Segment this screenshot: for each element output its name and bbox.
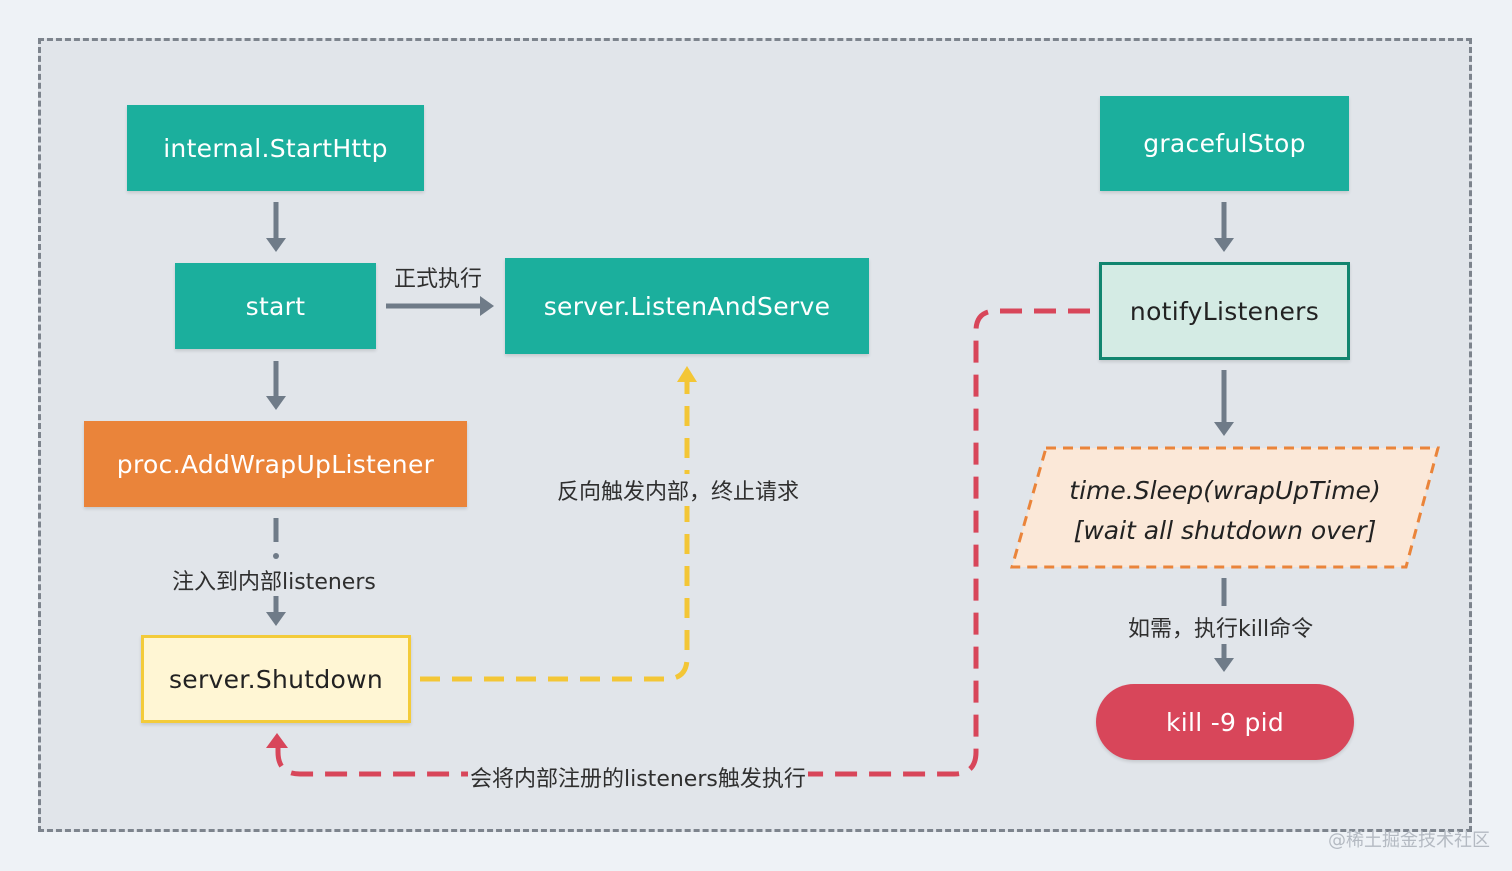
label-formal-execute: 正式执行 xyxy=(394,267,483,292)
node-server-listenandserve-text: server.ListenAndServe xyxy=(543,291,831,321)
arrow-notify-to-shutdown-dashed xyxy=(266,308,1090,777)
node-server-shutdown-text: server.Shutdown xyxy=(168,664,384,694)
node-proc-addwrapuplistener: proc.AddWrapUpListener xyxy=(84,421,467,507)
node-gracefulstop-text: gracefulStop xyxy=(1143,129,1306,158)
arrow-sleep-to-kill xyxy=(1214,578,1234,672)
label-reverse-trigger: 反向触发内部，终止请求 xyxy=(555,474,802,506)
node-internal-starthttp: internal.StartHttp xyxy=(127,105,424,191)
arrow-shutdown-to-listen-dashed xyxy=(420,366,697,682)
arrow-starthttp-to-start xyxy=(266,202,286,252)
arrow-addwrapup-to-shutdown xyxy=(266,518,286,626)
node-notifylisteners: notifyListeners xyxy=(1099,262,1350,360)
node-time-sleep-line2: [wait all shutdown over] xyxy=(1073,516,1377,545)
label-kill-if-needed: 如需，执行kill命令 xyxy=(1126,611,1316,643)
arrow-start-to-listen xyxy=(386,296,494,316)
node-server-shutdown: server.Shutdown xyxy=(141,635,411,723)
node-kill-text: kill -9 pid xyxy=(1165,707,1285,737)
sleep-parallelogram-shape xyxy=(1010,446,1440,569)
label-inject-listeners: 注入到内部listeners xyxy=(170,564,378,596)
node-gracefulstop: gracefulStop xyxy=(1100,96,1349,191)
node-proc-addwrapuplistener-text: proc.AddWrapUpListener xyxy=(116,449,435,479)
arrow-notify-to-sleep xyxy=(1214,370,1234,436)
node-kill: kill -9 pid xyxy=(1096,684,1354,760)
node-server-listenandserve: server.ListenAndServe xyxy=(505,258,869,354)
node-notifylisteners-text: notifyListeners xyxy=(1129,296,1320,326)
node-start: start xyxy=(175,263,376,349)
arrow-start-to-addwrapup xyxy=(266,361,286,410)
arrow-gracefulstop-to-notify xyxy=(1214,202,1234,252)
node-internal-starthttp-text: internal.StartHttp xyxy=(163,133,388,163)
node-time-sleep-line1: time.Sleep(wrapUpTime) xyxy=(1069,476,1381,505)
node-time-sleep: time.Sleep(wrapUpTime) [wait all shutdow… xyxy=(1020,466,1430,556)
node-start-text: start xyxy=(245,291,306,321)
label-trigger-listeners: 会将内部注册的listeners触发执行 xyxy=(468,761,808,793)
watermark: @稀土掘金技术社区 xyxy=(1328,830,1490,851)
